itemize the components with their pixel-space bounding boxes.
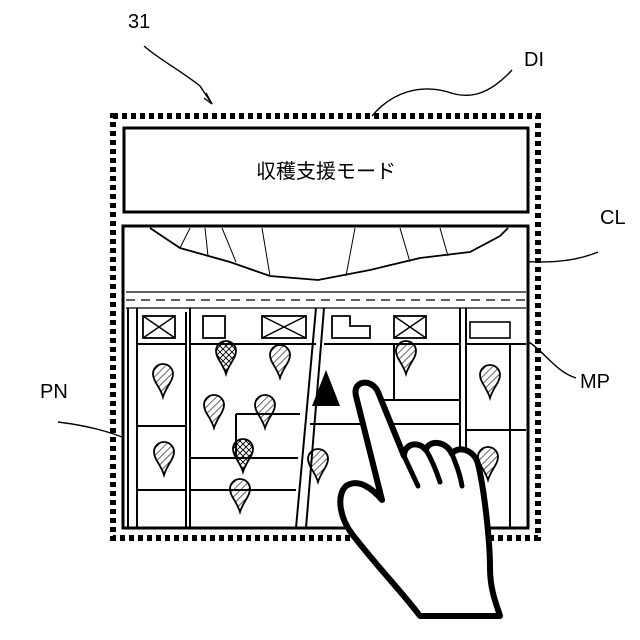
pin-ref-label: PN bbox=[40, 381, 68, 403]
mode-title[interactable]: 収穫支援モード bbox=[256, 159, 396, 183]
map-ref-label: MP bbox=[580, 371, 610, 393]
device-ref-leader bbox=[144, 46, 212, 104]
display-ref-leader bbox=[372, 70, 512, 116]
cursor-ref-label: CL bbox=[600, 207, 626, 229]
display-ref-label: DI bbox=[524, 49, 544, 71]
device-ref-label: 31 bbox=[128, 11, 150, 33]
